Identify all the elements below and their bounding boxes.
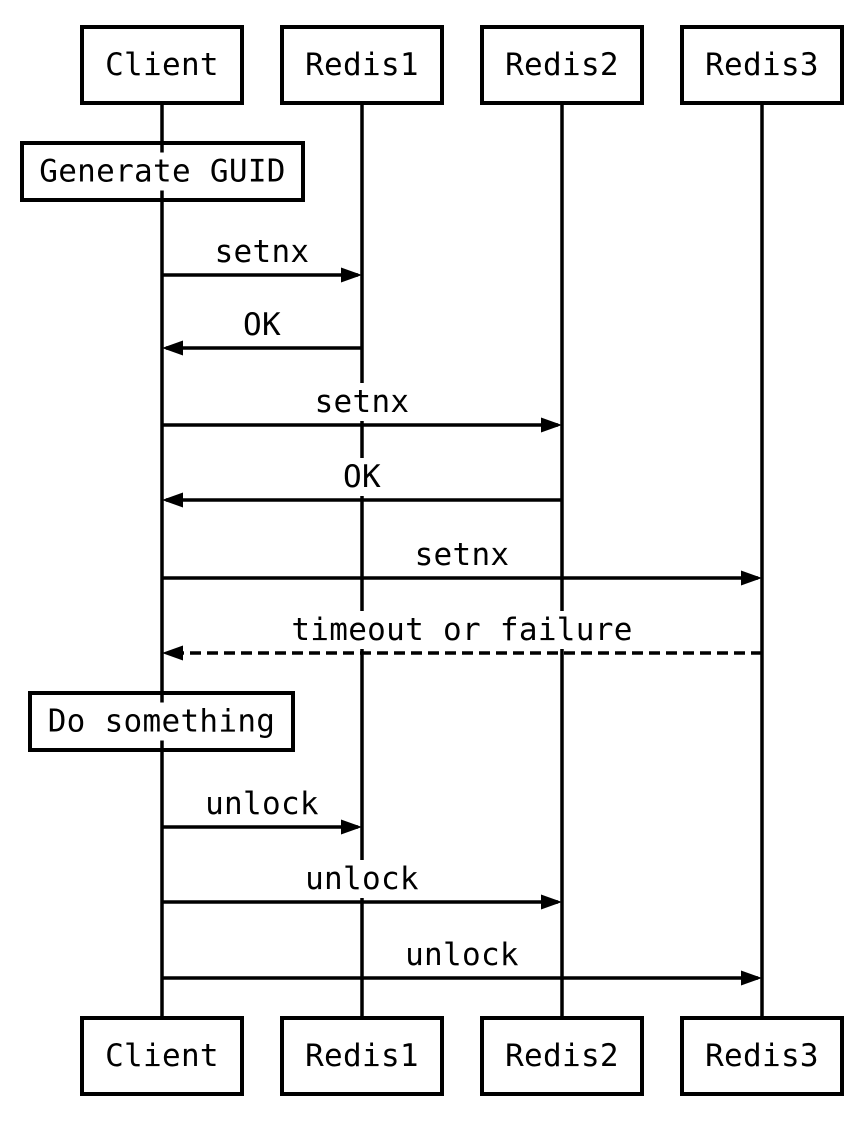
arrowhead-right-icon [541,894,562,910]
participant-redis3-bottom: Redis3 [680,1016,844,1096]
message-ok-redis2: OK [162,458,562,508]
message-label-bg [400,936,524,974]
arrowhead-left-icon [162,645,183,661]
arrowhead-right-icon [741,970,762,986]
participant-label: Client [105,1038,219,1074]
participant-box [680,1016,844,1096]
message-setnx-redis3: setnx [162,536,762,586]
message-label-bg [238,306,286,344]
message-label-bg [338,458,386,496]
arrowhead-right-icon [741,570,762,586]
arrowhead-left-icon [162,492,183,508]
message-label-bg [300,860,424,898]
participant-redis2-top: Redis2 [480,25,644,105]
note-generate-guid-box [20,141,305,202]
participant-redis1-top: Redis1 [280,25,444,105]
message-unlock-redis3: unlock [162,936,762,986]
participant-label: Redis1 [305,47,419,83]
message-label: setnx [315,384,410,420]
note-do-something-label-bg [42,702,281,741]
participant-label: Redis3 [705,1038,819,1074]
message-unlock-redis2: unlock [162,860,562,910]
participant-client-top: Client [80,25,244,105]
participant-label: Redis1 [305,1038,419,1074]
note-generate-guid-label: Generate GUID [39,154,286,190]
message-label-bg [200,785,324,823]
participant-box [80,1016,244,1096]
participant-box [280,1016,444,1096]
participant-redis2-bottom: Redis2 [480,1016,644,1096]
participant-label: Redis3 [705,47,819,83]
message-timeout-or-failure: timeout or failure [162,611,762,661]
message-label: unlock [405,937,519,973]
message-label: OK [243,307,281,343]
message-label-bg [286,611,638,649]
message-label: OK [343,459,381,495]
note-do-something-label: Do something [48,704,276,740]
participant-redis3-top: Redis3 [680,25,844,105]
message-ok-redis1: OK [162,306,362,356]
arrowhead-right-icon [341,267,362,283]
participant-label: Redis2 [505,1038,619,1074]
message-label-bg [309,383,415,421]
participant-box [480,1016,644,1096]
note-generate-guid: Generate GUID [20,141,305,202]
message-label-bg [209,233,315,271]
message-label: setnx [415,537,510,573]
note-do-something: Do something [28,691,295,752]
participant-box [480,25,644,105]
note-generate-guid-label-bg [34,152,291,191]
participant-box [280,25,444,105]
participant-box [80,25,244,105]
arrowhead-left-icon [162,340,183,356]
participant-redis1-bottom: Redis1 [280,1016,444,1096]
participant-client-bottom: Client [80,1016,244,1096]
message-unlock-redis1: unlock [162,785,362,835]
message-label: timeout or failure [291,612,632,648]
message-label: unlock [305,861,419,897]
participant-label: Redis2 [505,47,619,83]
note-do-something-box [28,691,295,752]
message-setnx-redis2: setnx [162,383,562,433]
message-label-bg [409,536,515,574]
participant-label: Client [105,47,219,83]
message-label: unlock [205,786,319,822]
participant-box [680,25,844,105]
arrowhead-right-icon [341,819,362,835]
arrowhead-right-icon [541,417,562,433]
message-label: setnx [215,234,310,270]
message-setnx-redis1: setnx [162,233,362,283]
